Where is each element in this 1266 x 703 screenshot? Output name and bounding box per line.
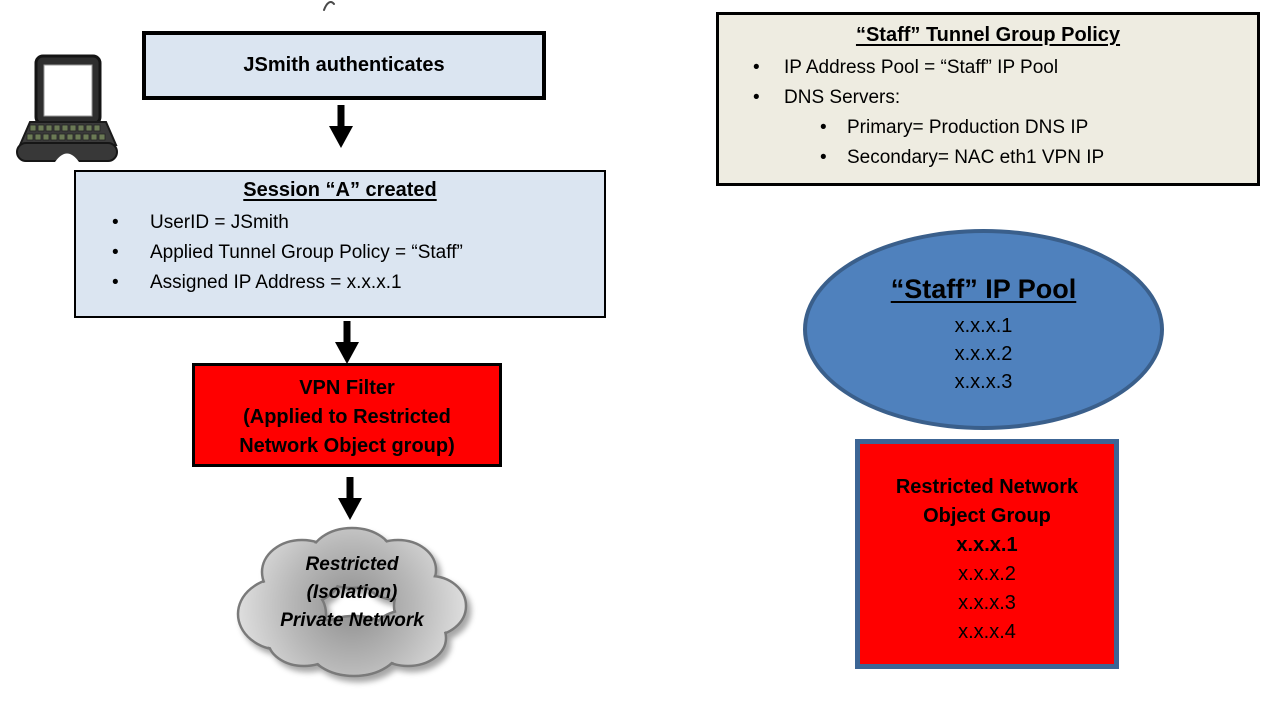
jsmith-authenticates-box: JSmith authenticates bbox=[142, 31, 546, 100]
list-item: • Primary= Production DNS IP bbox=[719, 113, 1257, 143]
group-item: x.x.x.2 bbox=[958, 563, 1016, 585]
group-item: x.x.x.4 bbox=[958, 621, 1016, 643]
cloud-label-line: Restricted bbox=[305, 554, 399, 575]
bullet-icon: • bbox=[820, 117, 827, 138]
vpn-filter-line: VPN Filter bbox=[299, 377, 395, 399]
session-created-box: Session “A” created • UserID = JSmith • … bbox=[74, 170, 606, 318]
bullet-icon: • bbox=[112, 212, 119, 233]
list-item: • DNS Servers: bbox=[719, 83, 1257, 113]
session-bullet-text: UserID = JSmith bbox=[150, 212, 289, 233]
vpn-filter-line: Network Object group) bbox=[239, 435, 455, 457]
session-bullet-list: • UserID = JSmith • Applied Tunnel Group… bbox=[76, 208, 604, 298]
clipped-text-fragment bbox=[323, 1, 335, 11]
laptop-icon bbox=[16, 54, 118, 162]
session-box-title: Session “A” created bbox=[243, 179, 437, 201]
list-item: • UserID = JSmith bbox=[76, 208, 604, 238]
list-item: • IP Address Pool = “Staff” IP Pool bbox=[719, 53, 1257, 83]
bullet-icon: • bbox=[753, 87, 760, 108]
bullet-icon: • bbox=[112, 272, 119, 293]
group-title-line: Object Group bbox=[923, 505, 1051, 527]
ip-pool-title: “Staff” IP Pool bbox=[890, 274, 1077, 304]
policy-sub-bullet-text: Primary= Production DNS IP bbox=[847, 117, 1089, 138]
auth-box-label: JSmith authenticates bbox=[243, 54, 445, 76]
list-item: • Secondary= NAC eth1 VPN IP bbox=[719, 143, 1257, 173]
vpn-filter-box: VPN Filter (Applied to Restricted Networ… bbox=[192, 363, 502, 467]
down-arrow-icon bbox=[338, 477, 362, 520]
bullet-icon: • bbox=[112, 242, 119, 263]
policy-bullet-text: DNS Servers: bbox=[784, 87, 901, 108]
cloud-label-line: (Isolation) bbox=[306, 582, 398, 603]
session-bullet-text: Assigned IP Address = x.x.x.1 bbox=[150, 272, 402, 293]
list-item: • Assigned IP Address = x.x.x.1 bbox=[76, 268, 604, 298]
down-arrow-icon bbox=[329, 105, 353, 148]
policy-bullet-text: IP Address Pool = “Staff” IP Pool bbox=[784, 57, 1059, 78]
bullet-icon: • bbox=[820, 147, 827, 168]
vpn-filter-line: (Applied to Restricted bbox=[243, 406, 451, 428]
restricted-network-cloud bbox=[230, 514, 474, 686]
group-item: x.x.x.3 bbox=[958, 592, 1016, 614]
cloud-label: Restricted (Isolation) Private Network bbox=[242, 551, 462, 635]
staff-tunnel-group-policy-box: “Staff” Tunnel Group Policy • IP Address… bbox=[716, 12, 1260, 186]
policy-sub-bullet-text: Secondary= NAC eth1 VPN IP bbox=[847, 147, 1105, 168]
cloud-shape-icon bbox=[236, 526, 468, 678]
down-arrow-icon bbox=[335, 321, 359, 364]
group-title-line: Restricted Network bbox=[895, 476, 1079, 498]
ip-pool-item: x.x.x.1 bbox=[954, 315, 1013, 337]
policy-bullet-list: • IP Address Pool = “Staff” IP Pool • DN… bbox=[719, 53, 1257, 173]
cloud-label-line: Private Network bbox=[280, 610, 424, 631]
restricted-network-object-group-box: Restricted Network Object Group x.x.x.1 … bbox=[855, 439, 1119, 669]
group-item-highlight: x.x.x.1 bbox=[956, 534, 1018, 556]
bullet-icon: • bbox=[753, 57, 760, 78]
list-item: • Applied Tunnel Group Policy = “Staff” bbox=[76, 238, 604, 268]
policy-box-title: “Staff” Tunnel Group Policy bbox=[855, 24, 1121, 46]
session-bullet-text: Applied Tunnel Group Policy = “Staff” bbox=[150, 242, 463, 263]
staff-ip-pool-ellipse: “Staff” IP Pool x.x.x.1 x.x.x.2 x.x.x.3 bbox=[803, 229, 1164, 430]
ip-pool-item: x.x.x.3 bbox=[954, 371, 1013, 393]
ip-pool-item: x.x.x.2 bbox=[954, 343, 1013, 365]
ip-pool-items: x.x.x.1 x.x.x.2 x.x.x.3 bbox=[807, 312, 1160, 396]
